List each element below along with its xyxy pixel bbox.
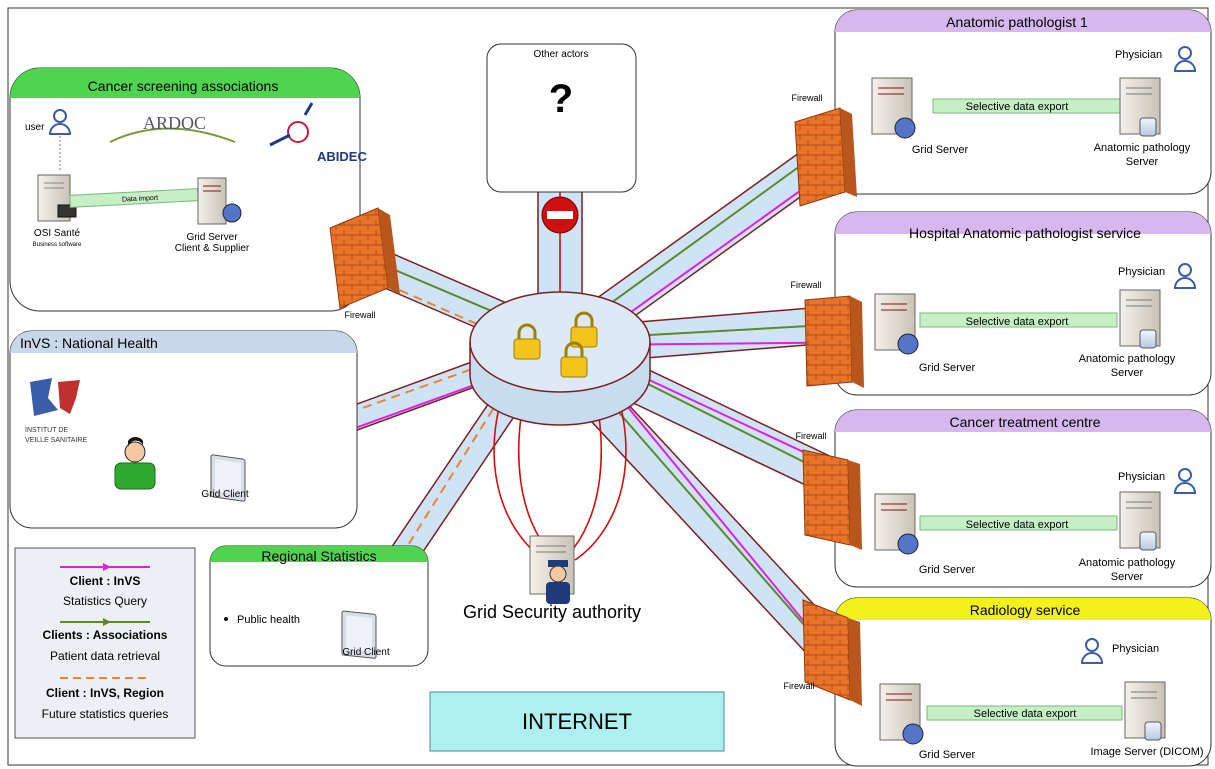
grid-server-icon (871, 77, 916, 139)
server-label: Anatomic pathology (1079, 353, 1176, 365)
pathology-server-icon (1119, 289, 1161, 349)
internet-label: INTERNET (522, 709, 632, 734)
firewall-label: Firewall (783, 681, 814, 691)
question-mark-icon: ? (549, 77, 573, 121)
firewall-label: Firewall (344, 310, 375, 320)
panel-regional: Regional Statistics Public health (209, 545, 429, 667)
grid-server-icon (197, 177, 242, 225)
panel-radiology: Radiology service Physician Selective da… (834, 597, 1212, 767)
invs-logo-line2: VEILLE SANITAIRE (25, 437, 87, 444)
grid-server-label: Grid Server (919, 749, 976, 761)
grid-server-icon (879, 683, 924, 745)
panel-anapath1: Anatomic pathologist 1 Physician Selecti… (834, 9, 1212, 195)
firewall-icon (794, 107, 857, 207)
lock-icon (570, 311, 598, 348)
legend-desc: Future statistics queries (42, 707, 169, 721)
physician-label: Physician (1115, 49, 1162, 61)
firewall-label: Firewall (791, 93, 822, 103)
user-label: user (25, 122, 45, 133)
server-label: Server (1111, 571, 1144, 583)
legend-box (14, 547, 196, 739)
user-icon (48, 109, 72, 135)
physician-label: Physician (1112, 643, 1159, 655)
server-label: Image Server (DICOM) (1090, 746, 1203, 758)
abidec-logo: ABIDEC (269, 102, 367, 164)
legend-item-invs: Client : InVS Statistics Query (60, 563, 150, 608)
selective-export-label: Selective data export (966, 316, 1069, 328)
panel-radiology-title: Radiology service (970, 602, 1081, 618)
regional-bullet: Public health (237, 614, 300, 626)
data-import-label: Data import (122, 195, 159, 204)
server-icon (37, 174, 77, 222)
panel-hospital: Hospital Anatomic pathologist service Ph… (834, 211, 1212, 396)
monitor-icon (210, 454, 246, 502)
grid-server-label: Grid Server (919, 362, 976, 374)
legend-title: Client : InVS, Region (46, 686, 164, 700)
firewall-icon (804, 295, 864, 388)
osi-sante-label: OSI Santé (34, 228, 81, 239)
security-authority-label: Grid Security authority (463, 602, 641, 622)
server-label: Anatomic pathology (1094, 142, 1191, 154)
ardoc-logo-text: ARDOC (143, 113, 206, 133)
other-actors-title: Other actors (533, 49, 588, 60)
firewall-icon (802, 449, 862, 550)
guard-icon (546, 560, 570, 604)
physician-icon (1080, 46, 1197, 664)
panel-screening-title: Cancer screening associations (88, 78, 279, 94)
panel-anapath1-title: Anatomic pathologist 1 (946, 14, 1088, 30)
physician-label: Physician (1118, 266, 1165, 278)
physician-label: Physician (1118, 471, 1165, 483)
pathology-server-icon (1119, 491, 1161, 551)
server-label: Server (1111, 367, 1144, 379)
grid-server-label: Grid Server (186, 232, 238, 243)
legend-title: Client : InVS (70, 574, 141, 588)
legend-desc: Patient data retrieval (50, 649, 160, 663)
invs-logo: INSTITUT DE VEILLE SANITAIRE (25, 378, 87, 444)
panel-regional-title: Regional Statistics (261, 548, 376, 564)
legend-title: Clients : Associations (43, 628, 168, 642)
osi-sante-sublabel: Business software (33, 242, 82, 248)
central-hub (469, 291, 651, 426)
firewall-icon (329, 207, 400, 309)
legend-item-associations: Clients : Associations Patient data retr… (43, 618, 168, 663)
legend-desc: Statistics Query (63, 594, 147, 608)
pathology-server-icon (1119, 77, 1161, 137)
panel-invs: InVS : National Health (9, 330, 358, 529)
lock-icon (560, 341, 588, 378)
legend-item-future: Client : InVS, Region Future statistics … (42, 677, 169, 721)
internet-box: INTERNET (429, 691, 725, 752)
grid-server-label: Grid Server (919, 564, 976, 576)
grid-server-icon (874, 493, 919, 555)
panel-invs-title: InVS : National Health (20, 335, 158, 351)
panel-treatment-title: Cancer treatment centre (950, 414, 1101, 430)
firewall-label: Firewall (790, 280, 821, 290)
other-actors-box: Other actors ? (486, 43, 637, 193)
firewall-label: Firewall (795, 431, 826, 441)
grid-server-icon (874, 293, 919, 355)
dicom-server-icon (1124, 681, 1166, 741)
server-label: Anatomic pathology (1079, 557, 1176, 569)
panel-hospital-title: Hospital Anatomic pathologist service (909, 225, 1141, 241)
grid-client-label: Grid Client (201, 489, 248, 500)
selective-export-label: Selective data export (974, 708, 1077, 720)
invs-logo-line1: INSTITUT DE (25, 427, 68, 434)
monitor-icon (341, 610, 377, 659)
abidec-logo-text: ABIDEC (317, 149, 367, 164)
server-label: Server (1126, 156, 1159, 168)
selective-export-label: Selective data export (966, 101, 1069, 113)
firewall-icon (802, 599, 862, 706)
grid-server-label: Grid Server (912, 144, 969, 156)
panel-screening: Cancer screening associations (9, 67, 361, 312)
grid-server-sublabel: Client & Supplier (175, 243, 250, 254)
person-icon (114, 436, 156, 490)
ardoc-logo: ARDOC (109, 113, 236, 143)
no-entry-icon (541, 196, 579, 234)
panel-treatment: Cancer treatment centre Physician Select… (834, 409, 1212, 588)
selective-export-label: Selective data export (966, 519, 1069, 531)
grid-client-label: Grid Client (342, 647, 389, 658)
lock-icon (513, 323, 541, 360)
